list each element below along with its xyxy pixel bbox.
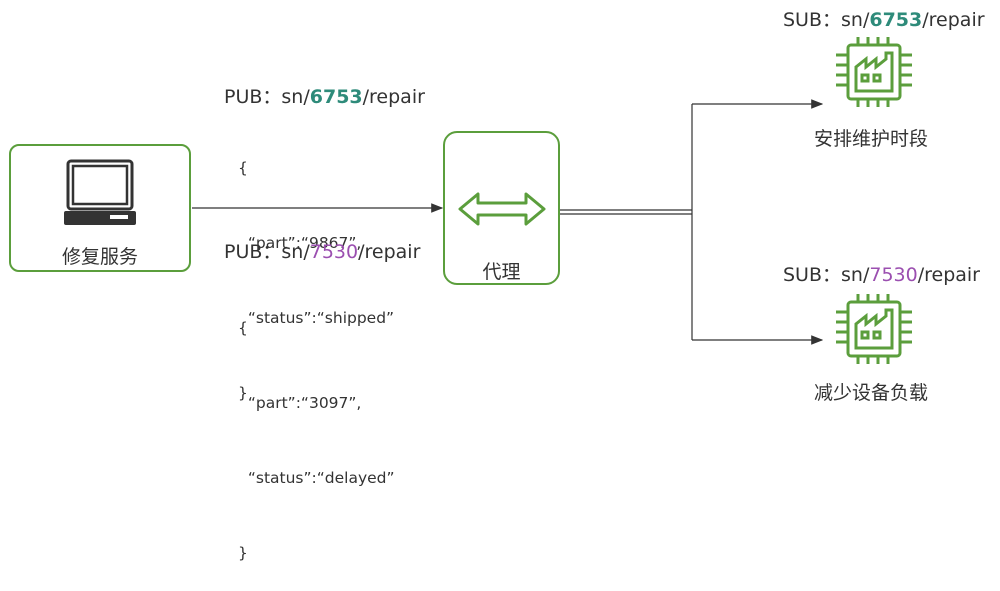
pub1-line: } (238, 384, 248, 402)
sub1-id: 6753 (869, 9, 923, 31)
pub1-id: 6753 (309, 86, 363, 108)
pub2-line: “part”:“3097”, (238, 394, 362, 412)
laptop-icon (64, 159, 136, 225)
sub2-topic: SUB：sn/7530/repair (783, 260, 980, 287)
broker-label: 代理 (482, 261, 521, 283)
sub2-suffix: /repair (917, 264, 980, 286)
pub2-line: } (238, 544, 248, 562)
pub2-topic: PUB：sn/7530/repair (224, 237, 420, 264)
factory-chip-icon (836, 37, 912, 107)
sub2-id: 7530 (869, 264, 918, 286)
repair-service-label: 修复服务 (61, 246, 138, 268)
sub1-prefix: SUB：sn/ (783, 9, 870, 31)
pub2-line: { (238, 319, 248, 337)
pub1-line: “status”:“shipped” (238, 309, 395, 327)
sub2-prefix: SUB：sn/ (783, 264, 870, 286)
pub1-line: { (238, 159, 248, 177)
sub1-topic: SUB：sn/6753/repair (783, 5, 985, 32)
pub1-prefix: PUB：sn/ (224, 86, 310, 108)
sub1-label: 安排维护时段 (814, 128, 929, 150)
broker-box: 代理 (443, 131, 560, 285)
sub2-label: 减少设备负载 (814, 382, 929, 404)
pub2-line: “status”:“delayed” (238, 469, 395, 487)
pub1-payload: { “part”:“9867”, “status”:“shipped” } (238, 106, 394, 431)
pub2-payload: { “part”:“3097”, “status”:“delayed” } (238, 266, 395, 591)
pub2-id: 7530 (309, 241, 359, 263)
double-arrow-icon (458, 192, 546, 226)
pub1-topic: PUB：sn/6753/repair (224, 82, 425, 109)
connector-lines (192, 99, 824, 345)
pub2-suffix: /repair (358, 241, 421, 263)
pub1-line: “part”:“9867”, (238, 234, 362, 252)
pub2-prefix: PUB：sn/ (224, 241, 310, 263)
sub1-suffix: /repair (922, 9, 985, 31)
pub1-suffix: /repair (362, 86, 425, 108)
factory-chip-icon (836, 294, 912, 364)
repair-service-box: 修复服务 (9, 144, 191, 272)
